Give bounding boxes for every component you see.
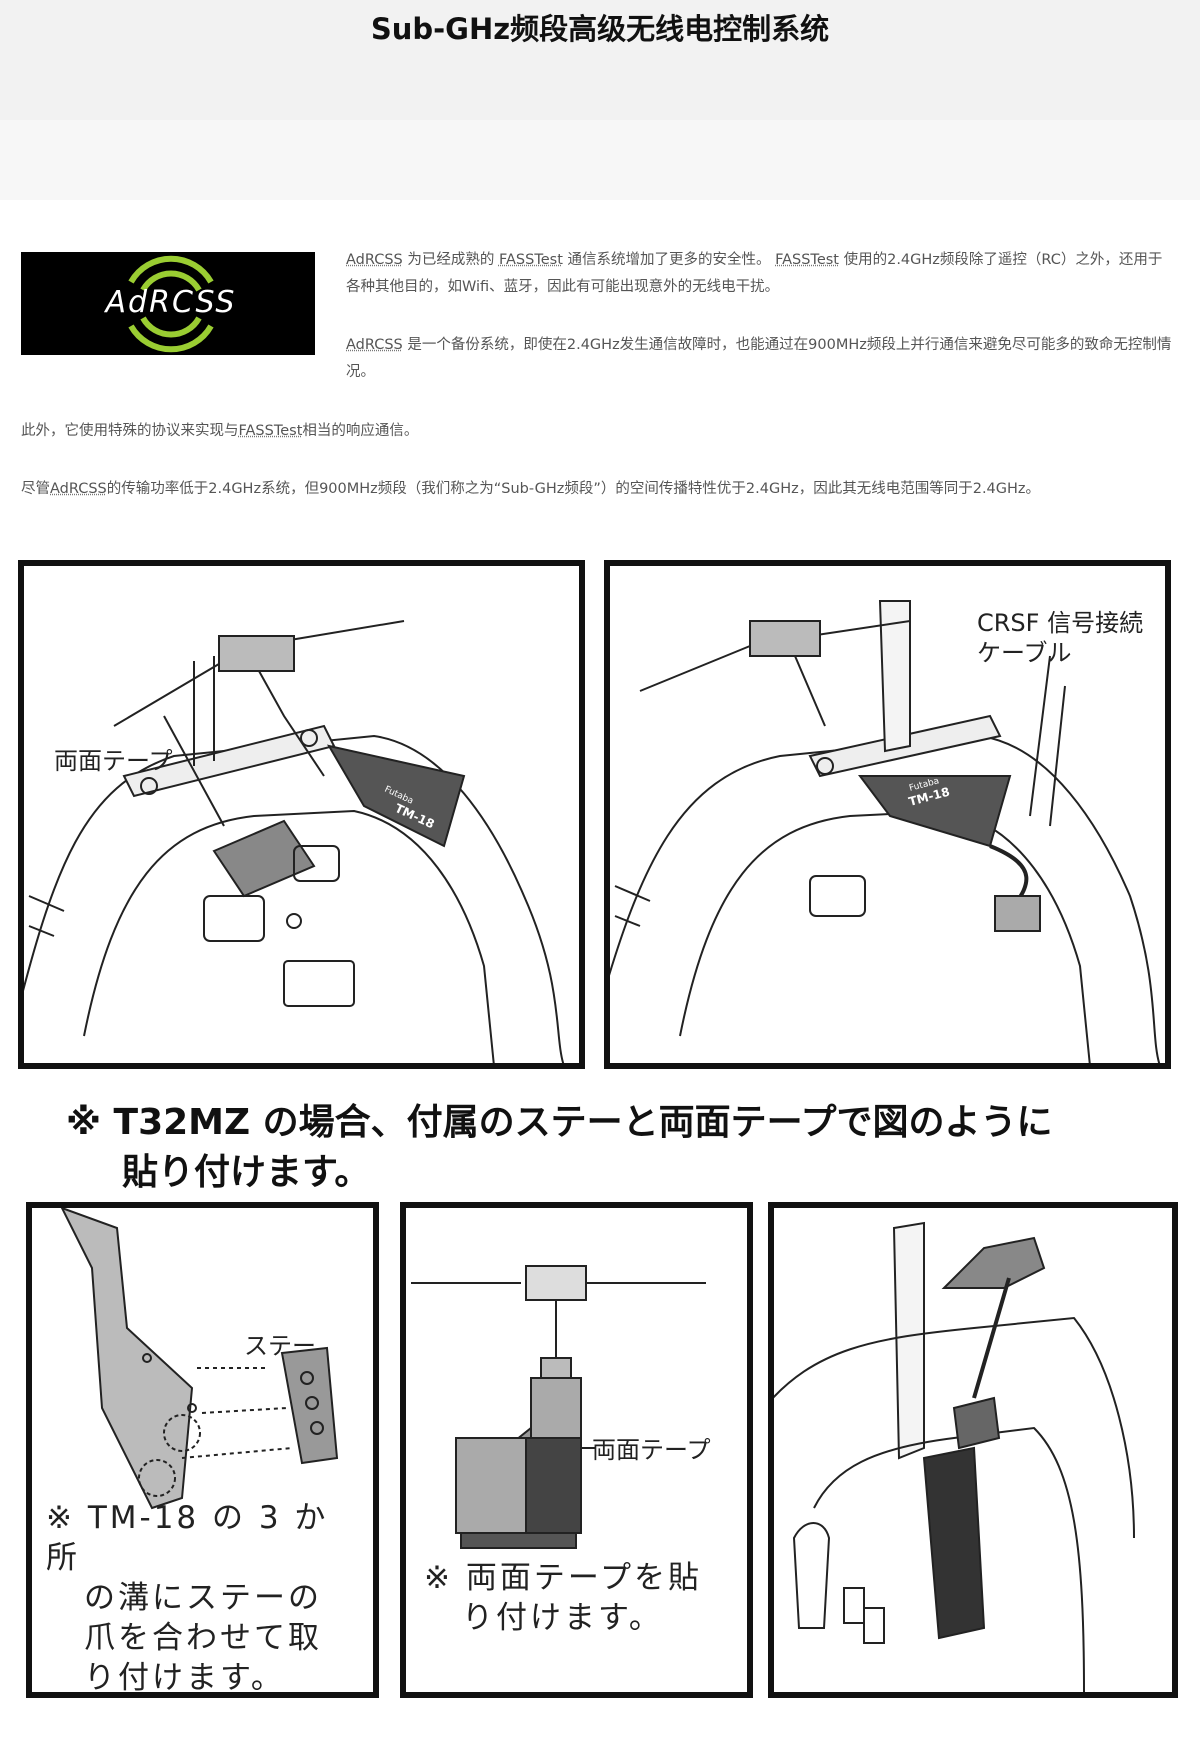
figure-bottom-middle: 両面テープ ※ 両面テープを貼 り付けます。 [400, 1202, 753, 1698]
note-line: り付けます。 [84, 1660, 285, 1696]
text: 相当的响应通信。 [302, 423, 419, 439]
stay-label: ステー [244, 1332, 316, 1360]
text: 为已经成熟的 [402, 252, 499, 268]
tape-attachment-illustration [411, 1265, 706, 1549]
caption-line1: ※ T32MZ の場合、付属のステーと両面テープで図のように [66, 1102, 1053, 1143]
intro-paragraph-1: AdRCSS 为已经成熟的 FASSTest 通信系统增加了更多的安全性。 FA… [346, 247, 1176, 301]
stay-note: ※ TM-18 の 3 か 所 の溝にステーの 爪を合わせて取 り付けます。 [46, 1498, 373, 1696]
note-line: 爪を合わせて取 [84, 1620, 322, 1656]
t32mz-mounted-illustration [774, 1221, 1135, 1692]
abbr-fasstest: FASSTest [775, 252, 839, 268]
transmitter-illustration: TM-18 Futaba [24, 620, 565, 1063]
intro-paragraph-3: 此外，它使用特殊的协议来实现与FASSTest相当的响应通信。 [21, 418, 1181, 445]
crsf-cable-label: CRSF 信号接続 ケーブル [977, 608, 1143, 668]
adrcss-logo-graphic: AdRCSS [104, 255, 237, 353]
note-line: り付けます。 [462, 1600, 663, 1636]
text: 使用的2.4GHz频段除了遥控（RC）之外，还用于各种其他目的，如Wifi、蓝牙… [346, 252, 1163, 295]
abbr-fasstest: FASSTest [238, 423, 303, 439]
note-line: の溝にステーの [84, 1580, 322, 1616]
adrcss-logo: AdRCSS [21, 252, 315, 355]
figure-top-right: TM-18 Futaba CRSF 信号接続 ケーブル [604, 560, 1171, 1069]
crsf-cable-label-line1: CRSF 信号接続 [977, 609, 1144, 637]
transmitter-with-cable-illustration: TM-18 Futaba [610, 600, 1161, 1063]
figure-top-left: TM-18 Futaba 両面テープ [18, 560, 585, 1069]
double-sided-tape-label: 両面テープ [54, 747, 173, 775]
abbr-adrcss: AdRCSS [50, 481, 107, 497]
crsf-cable-label-line2: ケーブル [977, 639, 1072, 667]
abbr-adrcss: AdRCSS [346, 337, 403, 353]
stay-attachment-illustration [60, 1208, 339, 1510]
caption-line2: 貼り付けます。 [122, 1152, 371, 1193]
abbr-adrcss: AdRCSS [346, 252, 403, 268]
text: 通信系统增加了更多的安全性。 [562, 252, 776, 268]
header-band [0, 0, 1200, 120]
tape-note: ※ 両面テープを貼 り付けます。 [424, 1558, 702, 1638]
note-line: ※ 両面テープを貼 [424, 1560, 702, 1596]
page-title: Sub-GHz频段高级无线电控制系统 [370, 12, 830, 46]
logo-text: AdRCSS [104, 285, 237, 320]
text: 的传输功率低于2.4GHz系统，但900MHz频段（我们称之为“Sub-GHz频… [106, 481, 1041, 497]
abbr-fasstest: FASSTest [498, 252, 563, 268]
header-subband [0, 120, 1200, 200]
text: 是一个备份系统，即使在2.4GHz发生通信故障时，也能通过在900MHz频段上并… [346, 337, 1172, 380]
mounting-caption: ※ T32MZ の場合、付属のステーと両面テープで図のように 貼り付けます。 [66, 1098, 1053, 1198]
text: 此外，它使用特殊的协议来实现与 [21, 423, 239, 439]
double-sided-tape-label: 両面テープ [592, 1436, 711, 1464]
figure-bottom-right [768, 1202, 1178, 1698]
intro-paragraph-2: AdRCSS 是一个备份系统，即使在2.4GHz发生通信故障时，也能通过在900… [346, 332, 1176, 386]
text: 尽管 [21, 481, 50, 497]
figure-bottom-left: ステー ※ TM-18 の 3 か 所 の溝にステーの 爪を合わせて取 り付けま… [26, 1202, 379, 1698]
note-line: ※ TM-18 の 3 か 所 [46, 1500, 329, 1576]
intro-paragraph-4: 尽管AdRCSS的传输功率低于2.4GHz系统，但900MHz频段（我们称之为“… [21, 476, 1191, 503]
